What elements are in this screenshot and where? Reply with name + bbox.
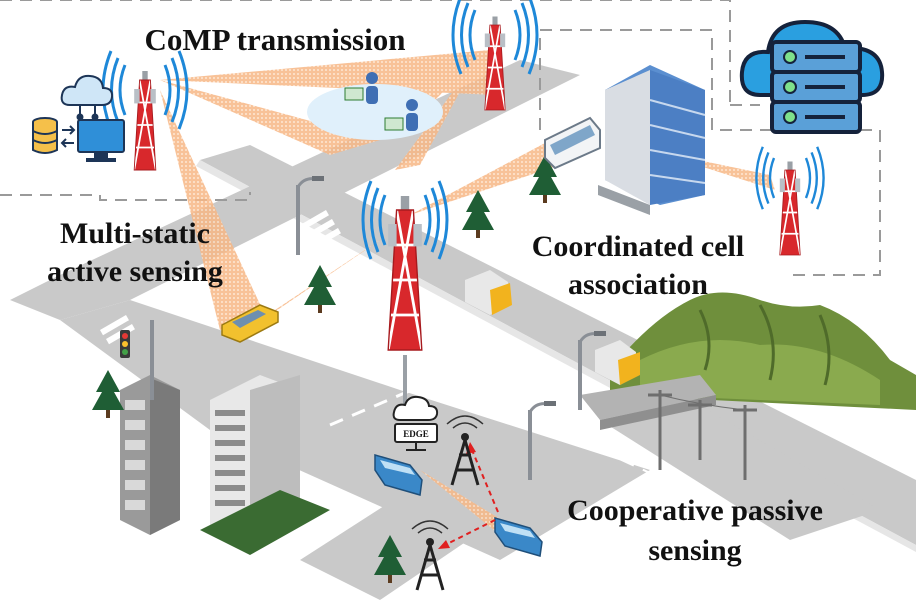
traffic-light bbox=[120, 320, 154, 400]
computer-icon bbox=[60, 119, 125, 162]
dashed-regions bbox=[0, 0, 881, 276]
cloud-server-icon bbox=[739, 19, 885, 134]
edge-label: EDGE bbox=[403, 429, 429, 439]
comp-transmission-label: CoMP transmission bbox=[145, 22, 406, 57]
tall-building bbox=[200, 375, 330, 555]
coordinated-label-line2: association bbox=[568, 268, 708, 301]
bus-top bbox=[544, 116, 601, 170]
passive-tower-2 bbox=[411, 520, 449, 591]
truck-1 bbox=[465, 270, 512, 315]
multistatic-label-line2: active sensing bbox=[47, 255, 223, 288]
office-building bbox=[598, 65, 706, 215]
cloud-network-icon bbox=[60, 74, 114, 121]
passive-sensing-arrows bbox=[438, 442, 499, 549]
truck-2 bbox=[595, 340, 640, 385]
passive-tower-1 bbox=[446, 415, 484, 486]
grey-building bbox=[120, 375, 180, 535]
tower-center bbox=[361, 179, 449, 405]
vehicles bbox=[221, 116, 640, 557]
taxi bbox=[221, 304, 279, 343]
cooperative-label-line1: Cooperative passive bbox=[567, 494, 823, 527]
bus-left bbox=[374, 454, 423, 496]
tower-right bbox=[755, 145, 825, 256]
edge-server-icon: EDGE bbox=[392, 395, 439, 451]
bus-right bbox=[494, 517, 543, 557]
cooperative-label-line2: sensing bbox=[648, 534, 741, 567]
bridge bbox=[580, 375, 716, 430]
coordinated-label-line1: Coordinated cell bbox=[532, 230, 744, 263]
database-icon bbox=[32, 117, 58, 154]
power-poles bbox=[648, 390, 757, 480]
multistatic-label-line1: Multi-static bbox=[60, 217, 210, 250]
user-icon bbox=[344, 72, 418, 131]
